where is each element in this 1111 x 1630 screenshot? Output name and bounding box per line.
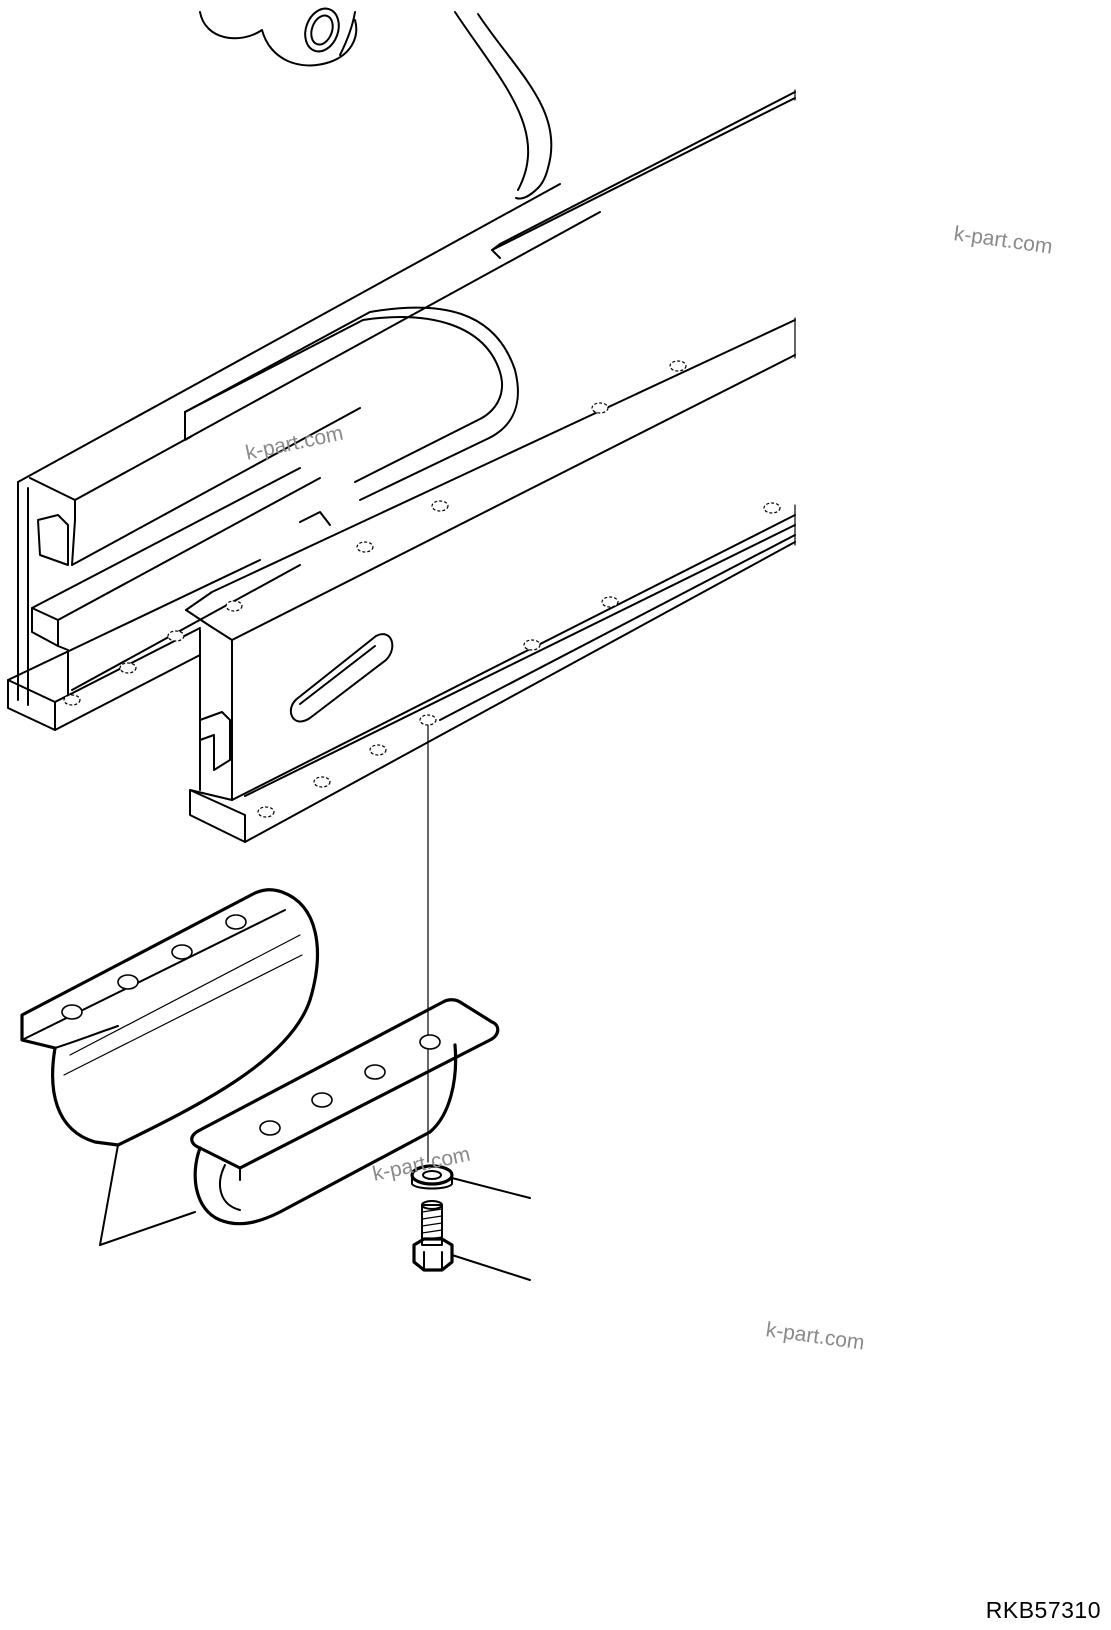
guard-plate-left [20,888,320,1147]
left-channel-rail [7,183,601,731]
bolt [412,1200,531,1281]
part-code-label: RKB57310 [985,1597,1101,1623]
top-bracket-fragment [199,7,553,200]
upper-flat-bar [491,91,796,259]
rail-holes [63,360,781,818]
right-channel-rail [185,319,796,1163]
guard-leader-lines [99,1144,196,1246]
guard-plate-right [190,998,500,1226]
washer [410,1164,531,1199]
